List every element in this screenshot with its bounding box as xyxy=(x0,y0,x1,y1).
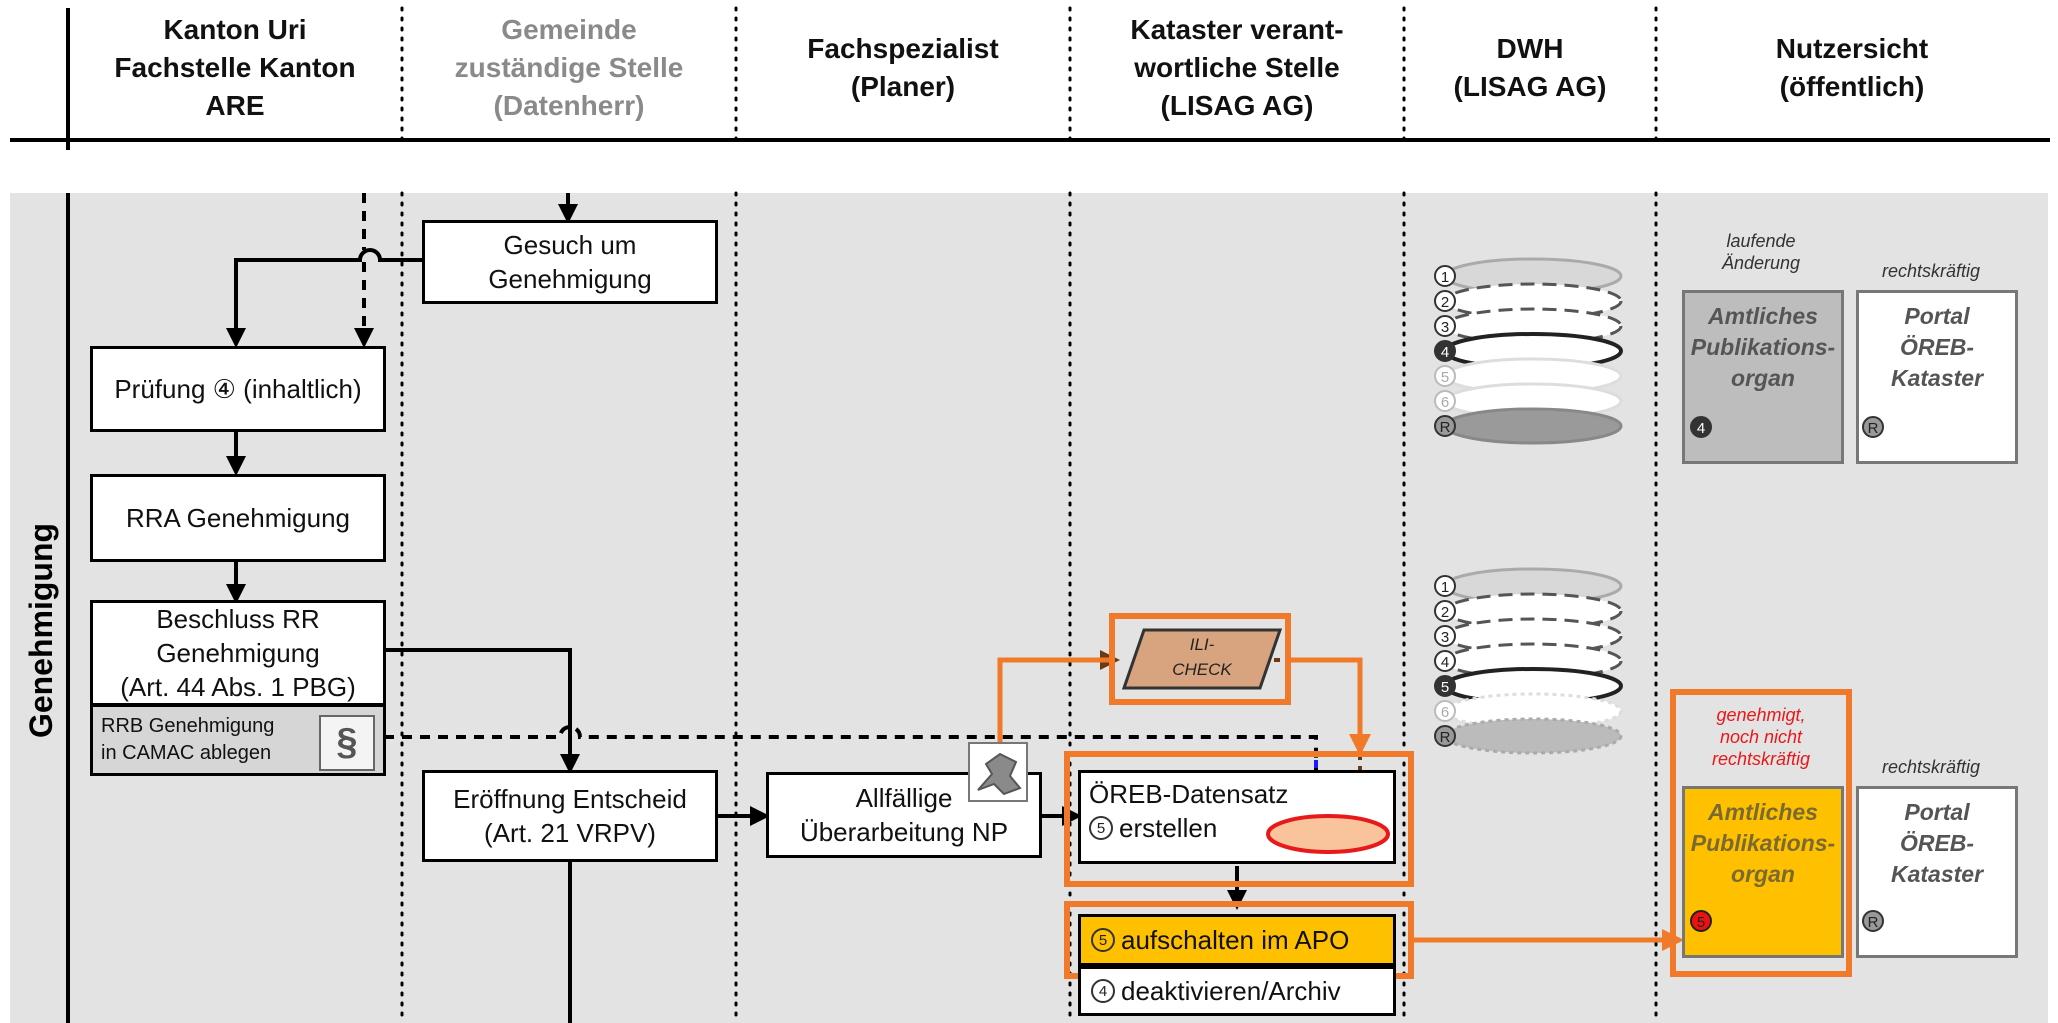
box-aufschalten: 5 aufschalten im APO xyxy=(1078,914,1396,966)
paragraph-icon: § xyxy=(319,715,375,771)
dwh-layer-badge: 6 xyxy=(1434,700,1456,722)
dwh-layer xyxy=(1443,717,1623,755)
box-oereb-datensatz: ÖREB-Datensatz 5 erstellen xyxy=(1078,770,1396,864)
card-portal-top: Portal ÖREB- Kataster xyxy=(1856,290,2018,464)
oereb-create-label: erstellen xyxy=(1119,813,1218,843)
card-apo-top: Amtliches Publikations- organ xyxy=(1682,290,1844,464)
box-gesuch: Gesuch um Genehmigung xyxy=(422,220,718,304)
dwh-layer-badge: 3 xyxy=(1434,625,1456,647)
badge-4-apo-top: 4 xyxy=(1690,416,1712,438)
box-beschluss: Beschluss RR Genehmigung (Art. 44 Abs. 1… xyxy=(90,600,386,706)
header-dwh: DWH (LISAG AG) xyxy=(1453,33,1607,102)
status-rechtskraeftig-bottom: rechtskräftig xyxy=(1881,757,1981,777)
deaktivieren-label: deaktivieren/Archiv xyxy=(1121,976,1341,1006)
box-deaktivieren: 4 deaktivieren/Archiv xyxy=(1078,966,1396,1016)
step-5-badge: 5 xyxy=(1089,816,1113,840)
ili-check-shape: ILI- CHECK xyxy=(1120,628,1284,690)
dwh-layer-badge: 1 xyxy=(1434,575,1456,597)
header-nutzersicht: Nutzersicht (öffentlich) xyxy=(1775,33,1929,102)
header-fachspezialist: Fachspezialist (Planer) xyxy=(807,33,999,102)
lane-label-genehmigung: Genehmigung xyxy=(23,522,60,738)
status-genehmigt: genehmigt, noch nicht rechtskräftig xyxy=(1711,705,1811,769)
header-kanton: Kanton Uri Fachstelle Kanton ARE xyxy=(114,14,356,121)
step-5-badge-aufschalten: 5 xyxy=(1091,928,1115,952)
box-rrb-camac: RRB Genehmigung in CAMAC ablegen § xyxy=(90,704,386,776)
dwh-layer-badge: 2 xyxy=(1434,290,1456,312)
ili-check-label: ILI- CHECK xyxy=(1172,635,1232,679)
dwh-layer-badge: 1 xyxy=(1434,265,1456,287)
badge-r-portal-bottom: R xyxy=(1862,910,1884,932)
step-4-badge: 4 xyxy=(1091,979,1115,1003)
dwh-layer-badge: 5 xyxy=(1434,365,1456,387)
map-plan-icon xyxy=(968,742,1028,802)
dwh-layer xyxy=(1443,407,1623,445)
dwh-layer-badge: 6 xyxy=(1434,390,1456,412)
dwh-layer-badge: R xyxy=(1434,415,1456,437)
dwh-layer-badge: 5 xyxy=(1434,675,1456,697)
badge-5-apo-bottom: 5 xyxy=(1690,910,1712,932)
oereb-label: ÖREB-Datensatz xyxy=(1089,779,1289,809)
card-portal-bottom: Portal ÖREB- Kataster xyxy=(1856,786,2018,958)
dwh-layer-badge: 2 xyxy=(1434,600,1456,622)
box-pruefung: Prüfung ④ (inhaltlich) xyxy=(90,346,386,432)
dwh-layer-badge: 3 xyxy=(1434,315,1456,337)
card-apo-bottom: Amtliches Publikations- organ xyxy=(1682,786,1844,958)
badge-r-portal-top: R xyxy=(1862,416,1884,438)
rrb-camac-label: RRB Genehmigung in CAMAC ablegen xyxy=(101,715,275,764)
oereb-create: 5 erstellen xyxy=(1089,811,1217,845)
aufschalten-label: aufschalten im APO xyxy=(1121,925,1350,955)
dwh-layer-badge: R xyxy=(1434,725,1456,747)
box-eroeffnung: Eröffnung Entscheid (Art. 21 VRPV) xyxy=(422,770,718,862)
status-rechtskraeftig-top: rechtskräftig xyxy=(1881,261,1981,281)
header-gemeinde: Gemeinde zuständige Stelle (Datenherr) xyxy=(454,14,684,121)
status-laufend: laufende Änderung xyxy=(1721,231,1801,273)
header-kataster: Kataster verant- wortliche Stelle (LISAG… xyxy=(1130,14,1344,121)
dwh-layer-badge: 4 xyxy=(1434,340,1456,362)
box-rra-genehmigung: RRA Genehmigung xyxy=(90,474,386,562)
dwh-layer-badge: 4 xyxy=(1434,650,1456,672)
oereb-ellipse xyxy=(1266,814,1390,854)
